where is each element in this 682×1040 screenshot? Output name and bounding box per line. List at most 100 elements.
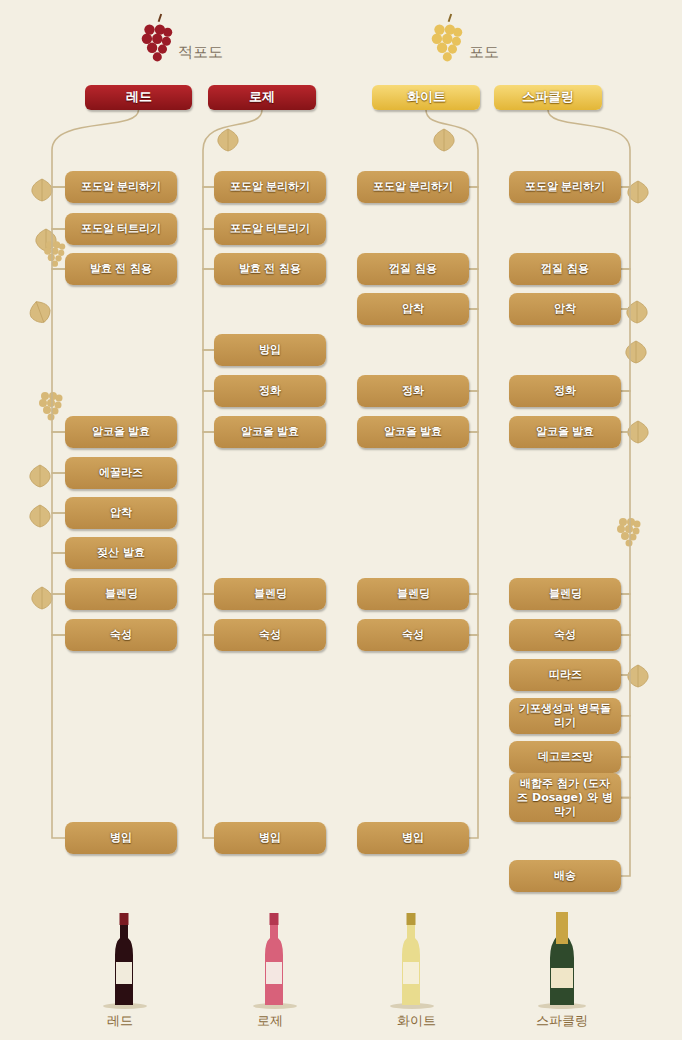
step-text: 블렌딩 [549, 587, 582, 601]
process-step: 띠라즈 [509, 659, 621, 691]
vine-connector [203, 594, 214, 635]
grape-label: 포도 [459, 43, 509, 62]
step-text: 껍질 침용 [389, 262, 437, 276]
step-text: 띠라즈 [549, 668, 582, 682]
step-text: 블렌딩 [105, 587, 138, 601]
process-step: 젖산 발효 [65, 537, 177, 569]
step-text: 스파클링 [522, 89, 574, 105]
wine-label: 스파클링 [517, 1012, 607, 1030]
vine-connector [621, 269, 630, 309]
vine-connector [203, 229, 214, 269]
step-text: 블렌딩 [397, 587, 430, 601]
step-text: 포도알 분리하기 [525, 180, 606, 194]
process-step: 배송 [509, 860, 621, 892]
step-text: 알코올 발효 [384, 425, 443, 439]
step-text: 병입 [402, 831, 424, 845]
process-step: 숙성 [214, 619, 326, 651]
vine-connector [203, 187, 214, 229]
column-header: 레드 [85, 85, 192, 110]
step-text: 압착 [554, 302, 576, 316]
vine-connector [203, 432, 214, 594]
step-text: 배송 [554, 869, 576, 883]
vine-connector [52, 513, 65, 553]
step-text: 숙성 [554, 628, 576, 642]
process-step: 정화 [214, 375, 326, 407]
process-step: 포도알 분리하기 [65, 171, 177, 203]
process-step: 포도알 분리하기 [357, 171, 469, 203]
column-header: 화이트 [372, 85, 480, 110]
process-step: 숙성 [65, 619, 177, 651]
step-text: 포도알 분리하기 [81, 180, 162, 194]
vine-connector [469, 635, 478, 838]
step-text: 배합주 첨가 (도자즈 Dosage) 와 병막기 [515, 777, 615, 818]
vine-connector [52, 269, 65, 432]
process-step: 알코올 발효 [509, 416, 621, 448]
vine-connector [52, 473, 65, 513]
process-step: 병입 [65, 822, 177, 854]
step-text: 알코올 발효 [92, 425, 151, 439]
process-step: 병입 [357, 822, 469, 854]
vine-connector [621, 391, 630, 432]
red-grape-icon [142, 14, 173, 61]
process-step: 압착 [357, 293, 469, 325]
process-step: 알코올 발효 [65, 416, 177, 448]
step-text: 정화 [554, 384, 576, 398]
step-text: 기포생성과 병목돌리기 [515, 702, 615, 730]
wine-label: 레드 [85, 1012, 155, 1030]
step-text: 레드 [126, 89, 152, 105]
process-step: 껍질 침용 [357, 253, 469, 285]
step-text: 압착 [110, 506, 132, 520]
vine-connector [203, 635, 214, 838]
process-step: 껍질 침용 [509, 253, 621, 285]
vine-connector [203, 269, 214, 350]
vine-connector [621, 309, 630, 391]
step-text: 방입 [259, 343, 281, 357]
vine-connector [52, 594, 65, 635]
step-text: 알코올 발효 [241, 425, 300, 439]
column-header: 로제 [208, 85, 316, 110]
process-step: 병입 [214, 822, 326, 854]
vine-leaves [27, 129, 648, 687]
process-step: 숙성 [357, 619, 469, 651]
vine-connector [621, 432, 630, 594]
process-step: 압착 [509, 293, 621, 325]
vine-connector [469, 309, 478, 391]
step-text: 포도알 터트리기 [230, 222, 311, 236]
process-step: 압착 [65, 497, 177, 529]
process-step: 알코올 발효 [357, 416, 469, 448]
step-text: 숙성 [110, 628, 132, 642]
vine-connector [52, 432, 65, 473]
wine-label: 화이트 [376, 1012, 456, 1030]
grape-label: 적포도 [170, 43, 230, 62]
process-step: 포도알 분리하기 [509, 171, 621, 203]
process-step: 배합주 첨가 (도자즈 Dosage) 와 병막기 [509, 773, 621, 822]
process-step: 에꿀라즈 [65, 457, 177, 489]
step-text: 숙성 [259, 628, 281, 642]
step-text: 포도알 터트리기 [81, 222, 162, 236]
vine-connector [621, 798, 630, 876]
vine-connector [52, 635, 65, 838]
step-text: 발효 전 침용 [239, 262, 302, 276]
process-step: 발효 전 침용 [65, 253, 177, 285]
vine-connector [203, 350, 214, 391]
process-step: 포도알 터트리기 [214, 213, 326, 245]
vine-connector [52, 187, 65, 229]
process-step: 블렌딩 [65, 578, 177, 610]
vine-connector [621, 187, 630, 269]
process-step: 기포생성과 병목돌리기 [509, 698, 621, 734]
process-step: 포도알 터트리기 [65, 213, 177, 245]
step-text: 정화 [402, 384, 424, 398]
step-text: 압착 [402, 302, 424, 316]
vine-connector [621, 635, 630, 675]
wine-label: 로제 [235, 1012, 305, 1030]
bottles [103, 912, 586, 1009]
process-step: 블렌딩 [509, 578, 621, 610]
vine-connector [469, 187, 478, 269]
process-step: 블렌딩 [357, 578, 469, 610]
step-text: 화이트 [407, 89, 446, 105]
step-text: 병입 [259, 831, 281, 845]
step-text: 로제 [249, 89, 275, 105]
process-step: 블렌딩 [214, 578, 326, 610]
vine-connector [621, 675, 630, 716]
